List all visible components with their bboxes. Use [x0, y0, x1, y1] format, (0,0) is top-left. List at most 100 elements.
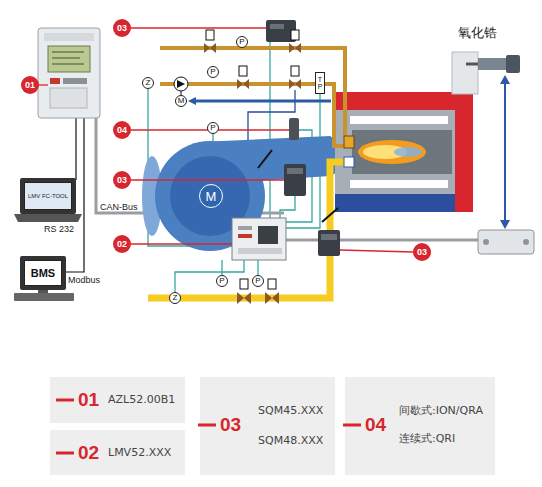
oil-pump [174, 77, 188, 91]
sensor-letter: Z [146, 79, 151, 87]
valve-solenoid [240, 279, 248, 289]
laptop-frame [20, 178, 76, 214]
lmv-display [258, 226, 278, 244]
model-number: 连续式:QRI [399, 433, 455, 444]
flue-pass [350, 180, 448, 188]
signal-wire [221, 260, 222, 275]
oil-pipe [160, 48, 345, 138]
flue-duct [452, 52, 478, 94]
o2-module [478, 230, 534, 254]
callout-number: 03 [117, 24, 127, 33]
leader-line [340, 250, 413, 252]
laptop-screen: LMV FC-TOOL [24, 182, 72, 210]
callout-number: 02 [117, 240, 127, 249]
laptop-base [14, 214, 82, 222]
sensor-letter: P [210, 124, 215, 132]
motor-letter: M [206, 190, 217, 203]
flue-pass [350, 116, 448, 124]
bms-monitor-stand [38, 290, 48, 293]
boiler-hot-wall [335, 92, 473, 212]
sensor-symbol: M [175, 95, 187, 107]
azl-header [44, 33, 94, 41]
gas-valve [265, 292, 279, 304]
legend-box: 04 间歇式:ION/QRA 连续式:QRI [345, 377, 495, 475]
signal-wire [280, 196, 295, 218]
arrow-head [500, 75, 510, 84]
valve [237, 79, 249, 89]
o2-sensor [478, 58, 506, 70]
gas-valve [237, 292, 251, 304]
sensor-letter: Z [173, 294, 178, 302]
rs232-wire [75, 118, 76, 180]
valve [204, 43, 216, 53]
callout-circle: 02 [113, 235, 131, 253]
azl-panel [50, 88, 87, 108]
sensor-label: 氧化锆 [458, 26, 497, 39]
actuator-detail [287, 168, 303, 174]
callout-number: 03 [117, 176, 127, 185]
o2-probe [466, 63, 478, 66]
fan-motor: M [199, 184, 223, 208]
combustion-chamber [352, 130, 452, 174]
o2-module-connector [523, 239, 529, 245]
interface-label: RS 232 [44, 225, 74, 234]
azl-screen [48, 46, 90, 72]
sensor-symbol: Z [142, 77, 154, 89]
model-number: LMV52.XXX [108, 447, 171, 458]
azl-display-unit [38, 28, 100, 118]
callout-circle: 03 [113, 171, 131, 189]
screen-text: LMV FC-TOOL [28, 193, 68, 200]
arrow-head [500, 220, 510, 229]
air-damper [258, 150, 272, 168]
fan-housing [155, 141, 265, 251]
legend-box: 02 LMV52.XXX [50, 430, 185, 475]
bus-label: CAN-Bus [100, 203, 138, 212]
model-number: SQM48.XXX [258, 435, 323, 446]
sensor-symbol: P [252, 275, 264, 287]
valve-solenoid [206, 30, 214, 40]
callout-number: 04 [365, 415, 386, 434]
bms-keyboard [14, 293, 74, 301]
model-number: 间歇式:ION/QRA [399, 405, 483, 416]
sensor-symbol: P [207, 122, 219, 134]
lmv-terminals [238, 248, 282, 254]
bms-screen: BMS [24, 260, 62, 286]
gas-pipe [148, 162, 346, 298]
legend-box: 03 SQM45.XXX SQM48.XXX [200, 377, 335, 475]
sensor-letter: M [178, 97, 185, 105]
sensor-letter: P [219, 277, 224, 285]
signal-wire [257, 260, 258, 275]
valve-solenoid [291, 30, 299, 40]
valve-solenoid [291, 66, 299, 76]
callout-number: 02 [78, 443, 99, 462]
flame-detector [289, 118, 299, 140]
leader-line [39, 84, 48, 85]
sensor-letter: P [239, 38, 244, 46]
sensor-symbol: P [207, 66, 219, 78]
lmv-controller [232, 218, 286, 260]
callout-circle: 01 [21, 76, 39, 94]
callout-number: 01 [25, 81, 35, 90]
flame [358, 140, 426, 164]
model-number: SQM45.XXX [258, 405, 323, 416]
leader-line [131, 243, 232, 244]
actuator-detail [270, 24, 284, 29]
oil-return-pipe [193, 100, 331, 103]
valve [289, 43, 301, 53]
boiler-water-wall [335, 194, 455, 212]
actuator-detail [321, 234, 337, 240]
lmv-detail [238, 226, 252, 230]
pump-symbol [177, 80, 185, 88]
sensor-letter: P [318, 83, 323, 90]
callout-number: 04 [117, 126, 127, 135]
sensor-letter: P [210, 68, 215, 76]
bms-monitor-frame [20, 256, 66, 290]
legend-box: 01AZL52.00B1 [50, 377, 185, 423]
valve-solenoid [268, 279, 276, 289]
callout-number: 03 [220, 415, 241, 434]
valve [289, 79, 301, 89]
sensor-letter: P [255, 277, 260, 285]
air-actuator [284, 164, 306, 196]
o2-signal-arrow [504, 82, 506, 222]
